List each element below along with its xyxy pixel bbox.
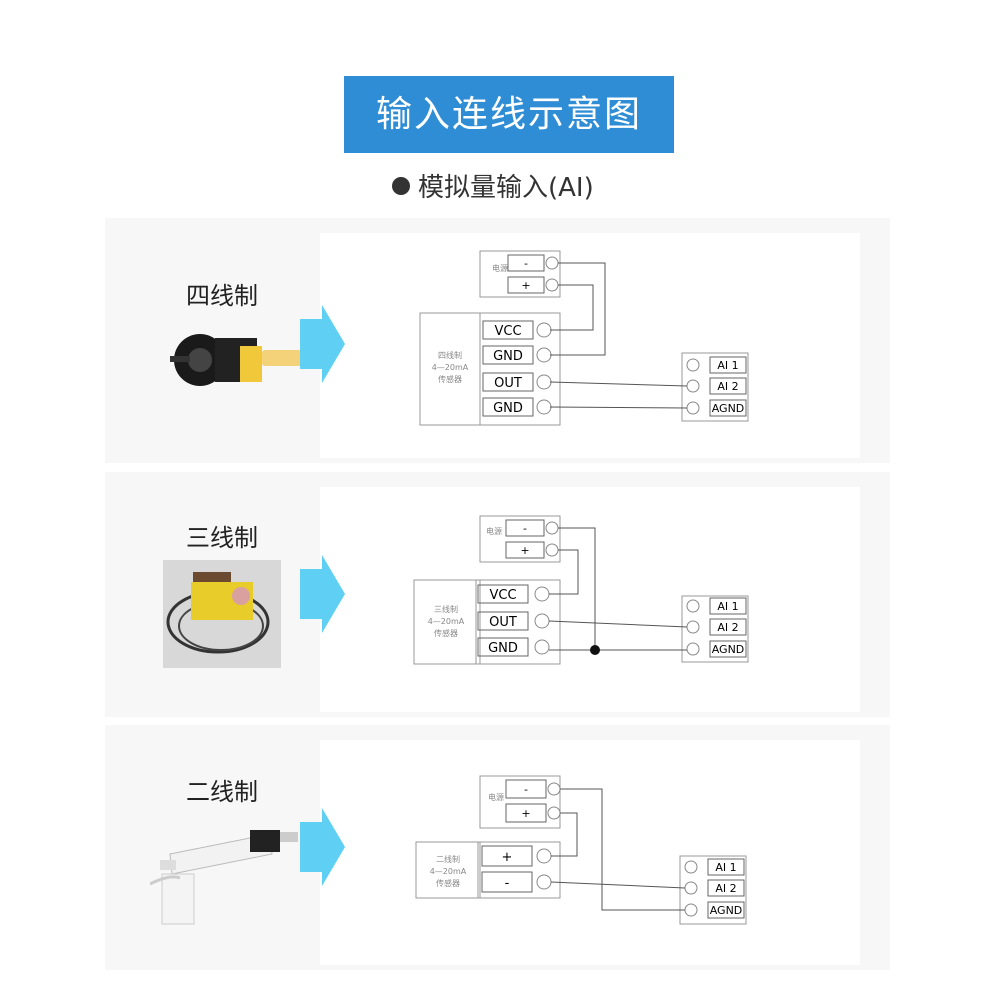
four-wire-sensor-photo (170, 334, 302, 386)
sensor-type: 传感器 (438, 374, 462, 384)
two-wire-wiring-diagram: 电源 - + 二线制 4—20mA 传感器 + - AI 1 AI 2 AGND (415, 775, 747, 925)
sensor-spec: 4—20mA (430, 867, 467, 876)
three-wire-wiring-diagram: 电源 - + 三线制 4—20mA 传感器 VCC OUT GND AI 1 A… (413, 515, 749, 665)
arrow-right-icon (300, 555, 345, 633)
terminal-vcc: VCC (489, 588, 516, 603)
sensor-label: 三线制 (434, 604, 458, 614)
terminal-minus: - (505, 876, 510, 891)
subtitle-text: 模拟量输入(AI) (418, 173, 594, 203)
terminal-gnd: GND (493, 401, 523, 416)
ai2-terminal: AI 2 (717, 380, 738, 393)
power-plus: + (521, 279, 530, 292)
sensor-label: 四线制 (438, 350, 462, 360)
agnd-terminal: AGND (710, 904, 743, 917)
power-label: 电源 (492, 263, 508, 273)
sensor-type: 传感器 (434, 628, 458, 638)
power-plus: + (521, 807, 530, 820)
bullet-icon (392, 177, 410, 195)
four-wire-panel (105, 218, 890, 463)
power-label: 电源 (488, 792, 504, 802)
sensor-type: 传感器 (436, 878, 460, 888)
arrow-right-icon (300, 808, 345, 886)
ai1-terminal: AI 1 (717, 359, 738, 372)
agnd-terminal: AGND (712, 402, 745, 415)
four-wire-label: 四线制 (186, 282, 258, 310)
terminal-vcc: VCC (494, 324, 521, 339)
three-wire-sensor-photo (163, 560, 281, 668)
power-minus: - (523, 522, 527, 535)
two-wire-sensor-photo (150, 830, 298, 925)
power-minus: - (524, 257, 528, 270)
page-title-banner: 输入连线示意图 (344, 76, 674, 153)
power-minus: - (524, 783, 528, 796)
ai1-terminal: AI 1 (717, 600, 738, 613)
terminal-out: OUT (489, 615, 517, 630)
arrow-right-icon (300, 305, 345, 383)
two-wire-label: 二线制 (186, 778, 258, 806)
terminal-plus: + (502, 850, 513, 865)
ai2-terminal: AI 2 (717, 621, 738, 634)
sensor-label: 二线制 (436, 854, 460, 864)
ai2-terminal: AI 2 (715, 882, 736, 895)
sensor-spec: 4—20mA (432, 363, 469, 372)
section-subtitle: 模拟量输入(AI) (392, 170, 594, 206)
terminal-out: OUT (494, 376, 522, 391)
terminal-gnd: GND (488, 641, 518, 656)
terminal-gnd: GND (493, 349, 523, 364)
four-wire-wiring-diagram: 电源 - + 四线制 4—20mA 传感器 VCC GND OUT GND AI… (419, 250, 749, 426)
agnd-terminal: AGND (712, 643, 745, 656)
sensor-spec: 4—20mA (428, 617, 465, 626)
ai1-terminal: AI 1 (715, 861, 736, 874)
power-label: 电源 (486, 526, 502, 536)
three-wire-label: 三线制 (186, 524, 258, 552)
power-plus: + (520, 544, 529, 557)
